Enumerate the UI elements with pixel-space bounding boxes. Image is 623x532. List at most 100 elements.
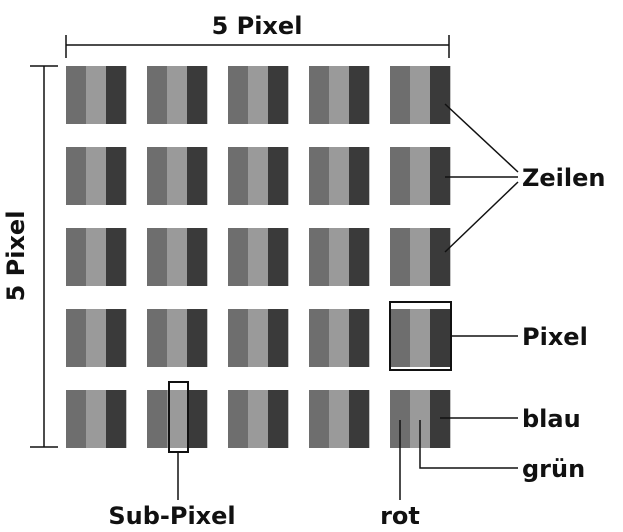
subpixel-red [309,390,330,448]
pixel-cell [309,66,370,124]
subpixel-red [66,309,87,367]
subpixel-red [390,228,411,286]
subpixel-red [390,66,411,124]
pixel-cell [228,309,289,367]
subpixel-blue [187,309,208,367]
subpixel-blue [187,66,208,124]
subpixel-red [228,309,249,367]
subpixel-blue [106,390,127,448]
subpixel-red [390,147,411,205]
pixel-cell [66,390,127,448]
subpixel-green [248,309,269,367]
subpixel-blue [106,228,127,286]
subpixel-blue [187,390,208,448]
subpixel-blue [268,228,289,286]
subpixel-label: Sub-Pixel [108,502,235,530]
pixel-cell [147,309,208,367]
subpixel-blue [268,66,289,124]
subpixel-red [309,309,330,367]
subpixel-blue [106,147,127,205]
subpixel-blue [268,147,289,205]
subpixel-green [167,309,188,367]
rows-leader-lines [444,103,519,253]
pixel-cell [228,66,289,124]
side-dimension-label: 5 Pixel [2,211,30,302]
subpixel-green [167,147,188,205]
subpixel-blue [349,66,370,124]
subpixel-green [410,228,431,286]
blue-label: blau [522,405,581,433]
subpixel-blue [106,66,127,124]
pixel-cell [390,390,451,448]
subpixel-red [228,228,249,286]
rows-label: Zeilen [522,164,606,192]
subpixel-red [66,147,87,205]
subpixel-green [248,390,269,448]
pixel-cell [228,147,289,205]
subpixel-green [248,66,269,124]
subpixel-blue [349,228,370,286]
subpixel-red [309,66,330,124]
pixel-cell [228,390,289,448]
subpixel-green [410,147,431,205]
subpixel-blue [349,147,370,205]
pixel-cell [390,228,451,286]
subpixel-green [86,309,107,367]
subpixel-red [66,228,87,286]
subpixel-green [329,309,350,367]
subpixel-green [167,390,188,448]
subpixel-green [329,228,350,286]
subpixel-blue [268,390,289,448]
pixel-cell [390,309,451,367]
pixel-cell [390,147,451,205]
subpixel-blue [430,147,451,205]
subpixel-green [167,66,188,124]
subpixel-green [86,390,107,448]
pixel-cell [147,390,208,448]
subpixel-blue [268,309,289,367]
top-dimension-line [65,35,450,58]
subpixel-green [410,309,431,367]
subpixel-green [86,147,107,205]
pixel-cell [309,228,370,286]
subpixel-green [329,66,350,124]
subpixel-red [147,66,168,124]
subpixel-blue [349,390,370,448]
top-dimension-label: 5 Pixel [212,12,303,40]
subpixel-blue [187,147,208,205]
subpixel-green [410,390,431,448]
subpixel-red [309,228,330,286]
pixel-cell [66,228,127,286]
subpixel-red [228,390,249,448]
red-label: rot [380,502,420,530]
subpixel-red [228,147,249,205]
pixel-cell [147,147,208,205]
subpixel-red [147,228,168,286]
subpixel-green [248,228,269,286]
subpixel-red [66,390,87,448]
subpixel-blue [430,309,451,367]
subpixel-green [329,390,350,448]
pixel-cell [309,390,370,448]
pixel-grid [66,66,451,448]
pixel-label: Pixel [522,323,588,351]
subpixel-red [147,390,168,448]
subpixel-red [390,390,411,448]
pixel-cell [66,66,127,124]
side-dimension-line [30,65,58,448]
pixel-cell [147,66,208,124]
subpixel-green [248,147,269,205]
subpixel-green [86,66,107,124]
subpixel-blue [430,228,451,286]
subpixel-green [167,228,188,286]
subpixel-blue [349,309,370,367]
subpixel-green [329,147,350,205]
green-leader-line [419,420,518,469]
pixel-cell [228,228,289,286]
subpixel-blue [430,66,451,124]
subpixel-red [66,66,87,124]
pixel-cell [147,228,208,286]
green-label: grün [522,455,585,483]
subpixel-green [86,228,107,286]
